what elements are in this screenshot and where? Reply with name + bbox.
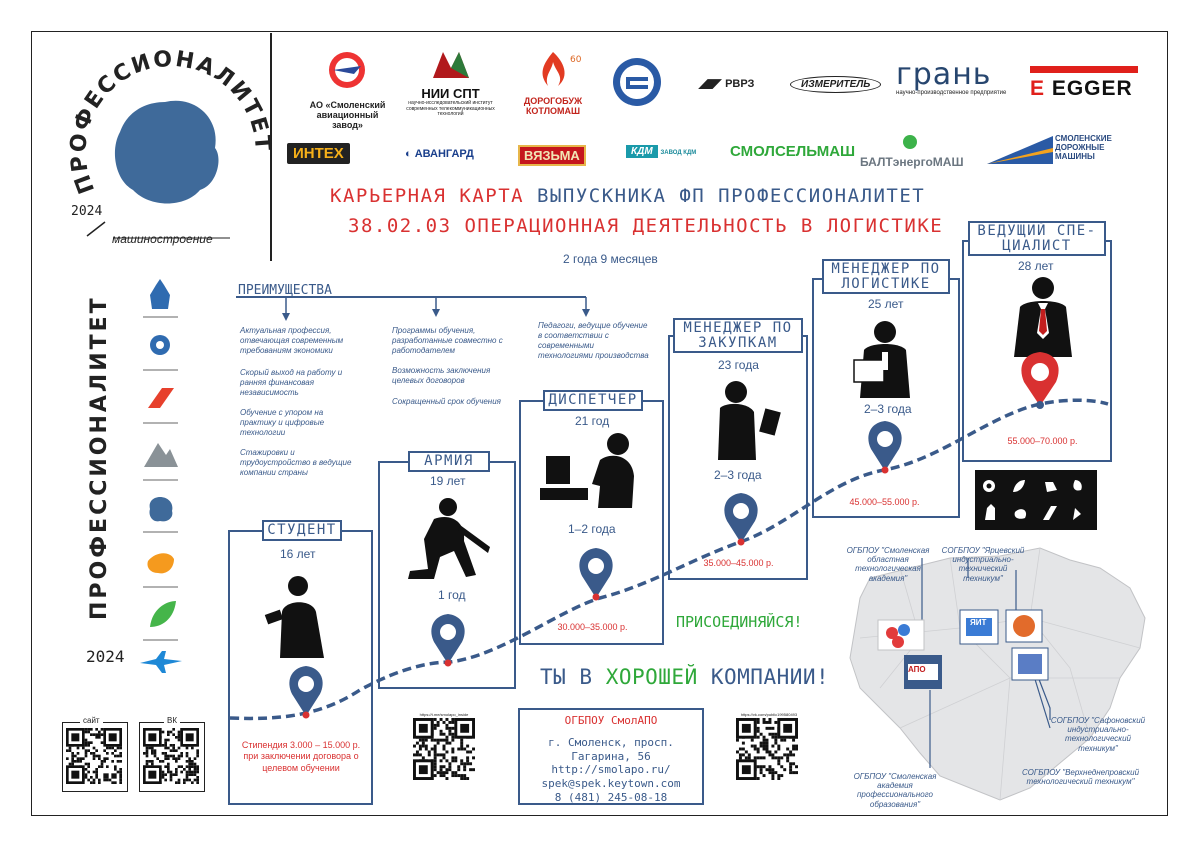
- stage-title-logistics: МЕНЕДЖЕР ПО ЛОГИСТИКЕ: [822, 259, 950, 295]
- airplane-icon: [140, 651, 182, 673]
- region-map: [849, 547, 1146, 801]
- qr-tg-icon[interactable]: [413, 718, 475, 786]
- vertical-year: 2024: [86, 647, 125, 666]
- qr-site-icon[interactable]: [66, 728, 122, 784]
- map-org4: ОГБПОУ "Смоленская академия профессионал…: [853, 772, 937, 809]
- stage-title-purchase: МЕНЕДЖЕР ПО ЗАКУПКАМ: [673, 318, 803, 354]
- age-student: 16 лет: [280, 547, 316, 561]
- manager-silhouette-icon: [718, 381, 781, 460]
- advantage-3: Обучение с упором на практику и цифровые…: [240, 408, 325, 437]
- qr-site-label: сайт: [80, 716, 103, 725]
- partner-egger: E EGGER: [1030, 66, 1145, 101]
- salary-logistics: 45.000–55.000 р.: [849, 497, 920, 507]
- qr-vk-label: ВК: [164, 716, 180, 725]
- advantage-4: Стажировки и трудоустройство в ведущие к…: [240, 448, 352, 477]
- stage-title-student: СТУДЕНТ: [262, 520, 342, 541]
- map-pit-badge: ЯИТ: [970, 618, 987, 627]
- contacts-email[interactable]: spek@spek.keytown.com: [541, 777, 681, 790]
- partner-kotlomash: 60 ДОРОГОБУЖ КОТЛОМАШ: [508, 48, 598, 117]
- qr-vk2-icon[interactable]: [736, 718, 798, 786]
- partner-smolselmash: СМОЛСЕЛЬМАШ: [730, 143, 856, 160]
- duration-army: 1 год: [438, 588, 466, 602]
- qr-vk2-label: https://vk.com/public199580493: [740, 712, 798, 717]
- parallelogram-icon: [148, 388, 174, 408]
- fire-icon: [150, 279, 170, 309]
- svg-text:60: 60: [570, 55, 582, 65]
- qr-vk-icon[interactable]: [143, 728, 199, 784]
- salary-student: Стипендия 3.000 – 15.000 р. при заключен…: [241, 740, 361, 773]
- partner-avangard: ◐ АВАНГАРД: [405, 148, 474, 160]
- contacts-phone: 8 (481) 245-08-18: [554, 790, 668, 804]
- partner-gran: грань научно-производственное предприяти…: [896, 57, 1007, 97]
- partner-rvrz: РВРЗ: [698, 78, 754, 90]
- age-army: 19 лет: [430, 474, 466, 488]
- leaf-icon: [150, 601, 176, 627]
- partner-nii-spt: НИИ СПТ научно-исследовательский институ…: [403, 48, 498, 118]
- map-org2: СОГБПОУ "Ярцевский индустриально-техниче…: [941, 546, 1025, 583]
- partner-vyazma: ВЯЗЬМА: [518, 145, 586, 166]
- company-slogan: ТЫ В ХОРОШЕЙ КОМПАНИИ!: [540, 665, 830, 689]
- salary-dispatcher: 30.000–35.000 р.: [557, 622, 628, 632]
- map-org5: СОГБПОУ "Верхнеднепровский технологическ…: [1021, 768, 1140, 787]
- icon-grid: [975, 470, 1097, 530]
- soldier-silhouette-icon: [408, 498, 490, 579]
- logistics-silhouette-icon: [853, 321, 910, 398]
- page-subtitle: 38.02.03 ОПЕРАЦИОННАЯ ДЕЯТЕЛЬНОСТЬ В ЛОГ…: [348, 215, 944, 237]
- partner-saz: АО «Смоленский авиационный завод»: [300, 48, 395, 131]
- advantage-7: Сокращенный срок обучения: [392, 397, 501, 406]
- advantage-1: Актуальная профессия, отвечающая совреме…: [240, 326, 344, 355]
- advantage-5: Программы обучения, разработанные совмес…: [392, 326, 503, 355]
- contacts-site[interactable]: http://smolapo.ru/: [551, 763, 671, 777]
- divider: [270, 33, 272, 261]
- mountain-icon: [144, 443, 178, 467]
- stage-title-lead: ВЕДУЩИЙ СПЕ-ЦИАЛИСТ: [968, 221, 1106, 257]
- age-dispatcher: 21 год: [575, 414, 610, 428]
- age-lead: 28 лет: [1018, 259, 1054, 273]
- salary-lead: 55.000–70.000 р.: [1007, 436, 1078, 446]
- age-purchase: 23 года: [718, 358, 759, 372]
- stage-title-dispatcher: ДИСПЕТЧЕР: [543, 390, 643, 411]
- partner-kdm: КДМ ЗАВОД КДМ: [626, 145, 696, 158]
- logo-sector: машиностроение: [112, 232, 213, 246]
- qr-tg-label: https://t.me/smolapo_inside: [419, 712, 469, 717]
- blob-icon: [149, 497, 173, 522]
- logo-blob-icon: [114, 100, 219, 204]
- contacts-org: ОГБПОУ СмолАПО: [564, 714, 658, 727]
- professionalitet-logo: ПРОФЕССИОНАЛИТЕТ: [66, 47, 273, 239]
- advantage-2: Скорый выход на работу и ранняя финансов…: [240, 368, 343, 397]
- partner-izmeritel: ИЗМЕРИТЕЛЬ: [790, 76, 882, 93]
- map-apo-badge: АПО: [908, 665, 926, 674]
- contacts-address: г. Смоленск, просп. Гагарина, 56: [548, 735, 674, 763]
- stage-box-logistics: [812, 278, 960, 518]
- page-frame: [31, 31, 1168, 816]
- advantage-8: Педагоги, ведущие обучение в соответстви…: [538, 321, 649, 360]
- logo-year: 2024: [71, 204, 103, 219]
- duration-logistics: 2–3 года: [864, 402, 912, 416]
- partner-e-logo: [613, 58, 661, 106]
- study-duration: 2 года 9 месяцев: [563, 252, 658, 266]
- partner-intekh: ИНТЕХ: [287, 143, 350, 164]
- dispatcher-silhouette-icon: [540, 433, 634, 508]
- lead-silhouette-icon: [1014, 277, 1072, 357]
- partner-baltenergomash: БАЛТэнергоМАШ: [860, 134, 964, 169]
- student-silhouette-icon: [264, 576, 324, 658]
- stage-title-army: АРМИЯ: [408, 451, 490, 472]
- age-logistics: 25 лет: [868, 297, 904, 311]
- page-title: КАРЬЕРНАЯ КАРТА ВЫПУСКНИКА ФП ПРОФЕССИОН…: [330, 185, 926, 207]
- advantage-6: Возможность заключения целевых договоров: [392, 366, 491, 385]
- contacts-box: ОГБПОУ СмолАПО г. Смоленск, просп. Гагар…: [518, 708, 704, 805]
- salary-purchase: 35.000–45.000 р.: [703, 558, 774, 568]
- join-slogan: ПРИСОЕДИНЯЙСЯ!: [676, 613, 803, 631]
- map-org1: ОГБПОУ "Смоленская областная технологиче…: [846, 546, 930, 583]
- orange-shape-icon: [147, 553, 174, 574]
- duration-dispatcher: 1–2 года: [568, 522, 616, 536]
- icon-column: [140, 279, 182, 673]
- duration-purchase: 2–3 года: [714, 468, 762, 482]
- vertical-title: ПРОФЕССИОНАЛИТЕТ: [87, 295, 112, 620]
- advantages-title: ПРЕИМУЩЕСТВА: [238, 283, 332, 298]
- map-org3: СОГБПОУ "Сафоновский индустриально-техно…: [1050, 716, 1146, 753]
- advantages-connector: [236, 296, 590, 321]
